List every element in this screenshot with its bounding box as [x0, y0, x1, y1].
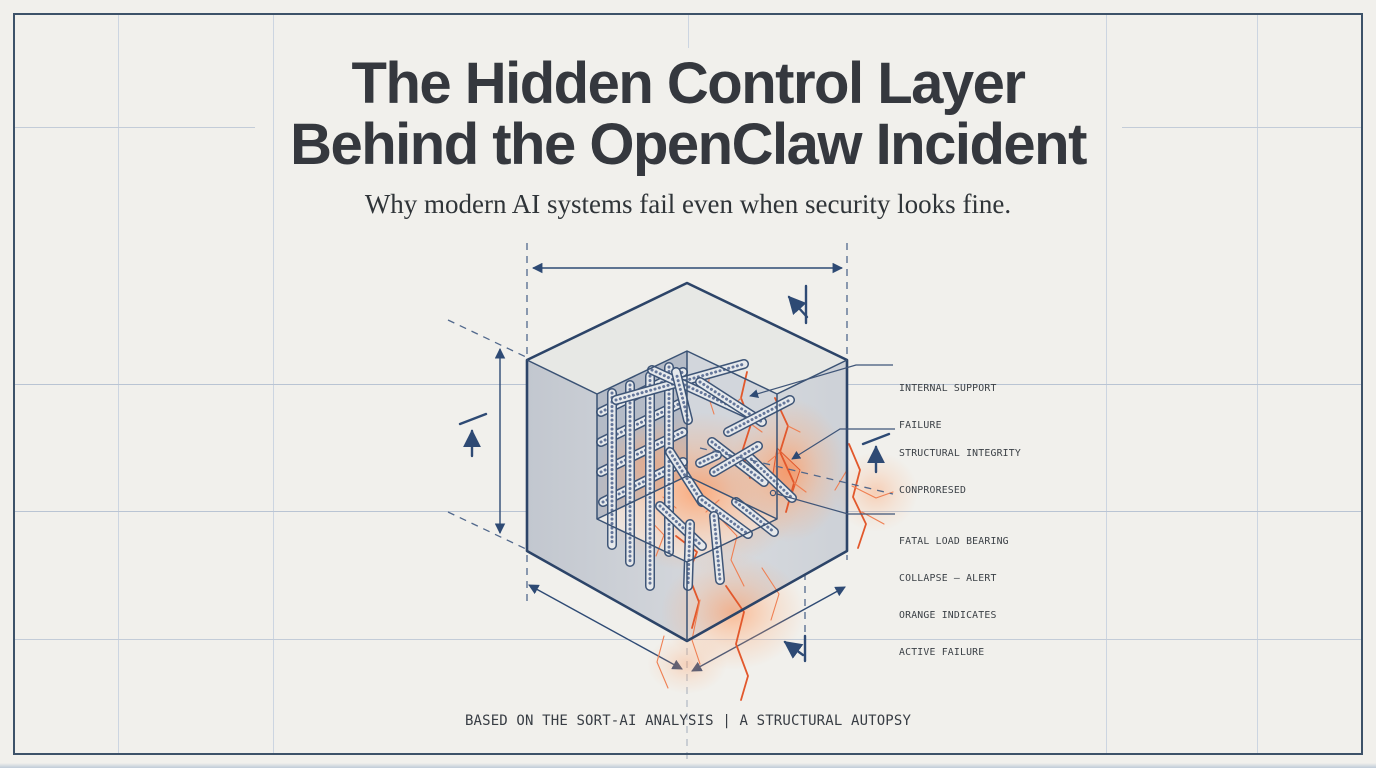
annotation-line: ORANGE INDICATES: [899, 610, 997, 622]
annotation-line: FATAL LOAD BEARING: [899, 535, 1009, 547]
title-line-2: Behind the OpenClaw Incident: [290, 112, 1087, 177]
annotation-line: FAILURE: [899, 420, 942, 432]
grid-line-horizontal: [14, 127, 255, 128]
annotation-internal-support-failure: INTERNAL SUPPORT FAILURE: [899, 358, 997, 457]
page-subtitle: Why modern AI systems fail even when sec…: [364, 189, 1012, 219]
title-line-1: The Hidden Control Layer: [351, 51, 1026, 116]
annotation-line: INTERNAL SUPPORT: [899, 382, 997, 394]
annotation-line: STRUCTURAL INTEGRITY: [899, 447, 1021, 459]
cube-edges: [525, 281, 849, 643]
annotation-line: COLLAPSE – ALERT: [899, 573, 997, 585]
annotation-structural-integrity: STRUCTURAL INTEGRITY CONPRORESED: [899, 423, 1021, 522]
annotation-leaders: [749, 364, 895, 515]
bottom-edge-strip: [0, 763, 1376, 768]
grid-line-horizontal: [1122, 127, 1362, 128]
footer-caption: BASED ON THE SORT-AI ANALYSIS | A STRUCT…: [464, 713, 912, 729]
page-title: The Hidden Control Layer Behind the Open…: [0, 53, 1376, 175]
annotation-line: ACTIVE FAILURE: [899, 647, 985, 659]
rebar-rods: [596, 359, 797, 591]
section-markers: [458, 284, 891, 663]
annotation-line: CONPRORESED: [899, 485, 967, 497]
grid-line-vertical-center: [688, 13, 689, 48]
annotation-fatal-load-bearing: FATAL LOAD BEARING COLLAPSE – ALERT ORAN…: [899, 511, 1009, 685]
